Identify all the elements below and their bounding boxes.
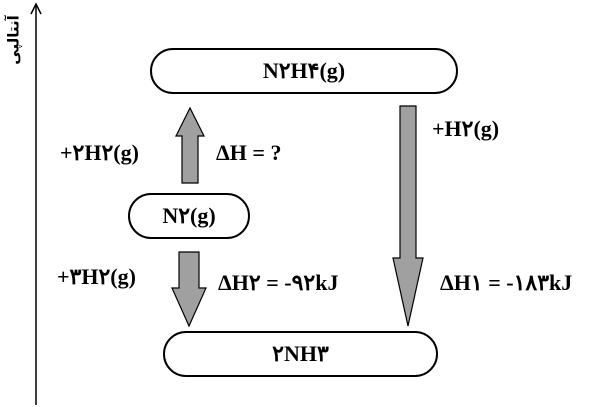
ammonia-formula: ۲NH۳ — [272, 341, 329, 366]
delta-h2-label: ΔH۲ = -۹۲kJ — [218, 270, 339, 295]
arrow-n2-to-ammonia — [171, 251, 207, 328]
unknown-enthalpy-label: ΔH = ? — [216, 140, 282, 165]
nitrogen-formula: N۲(g) — [162, 203, 216, 228]
axis-title-text: آنتالپی — [5, 15, 23, 65]
added-hydrogen-lower-left: +۳H۲(g) — [57, 264, 136, 289]
axis-title: آنتالپی — [0, 10, 28, 70]
hydrazine-formula: N۲H۴(g) — [262, 58, 346, 83]
delta-h1-label: ΔH۱ = -۱۸۳kJ — [440, 270, 573, 295]
enthalpy-axis-arrowhead — [30, 2, 42, 15]
nitrogen-level-box: N۲(g) — [128, 193, 250, 239]
ammonia-level-box: ۲NH۳ — [163, 331, 438, 377]
hydrazine-level-box: N۲H۴(g) — [150, 48, 458, 94]
added-hydrogen-right: +H۲(g) — [432, 116, 500, 141]
arrow-hydrazine-to-ammonia — [392, 105, 424, 327]
arrow-n2-to-hydrazine — [175, 106, 205, 184]
added-hydrogen-upper-left: +۲H۲(g) — [60, 140, 139, 165]
